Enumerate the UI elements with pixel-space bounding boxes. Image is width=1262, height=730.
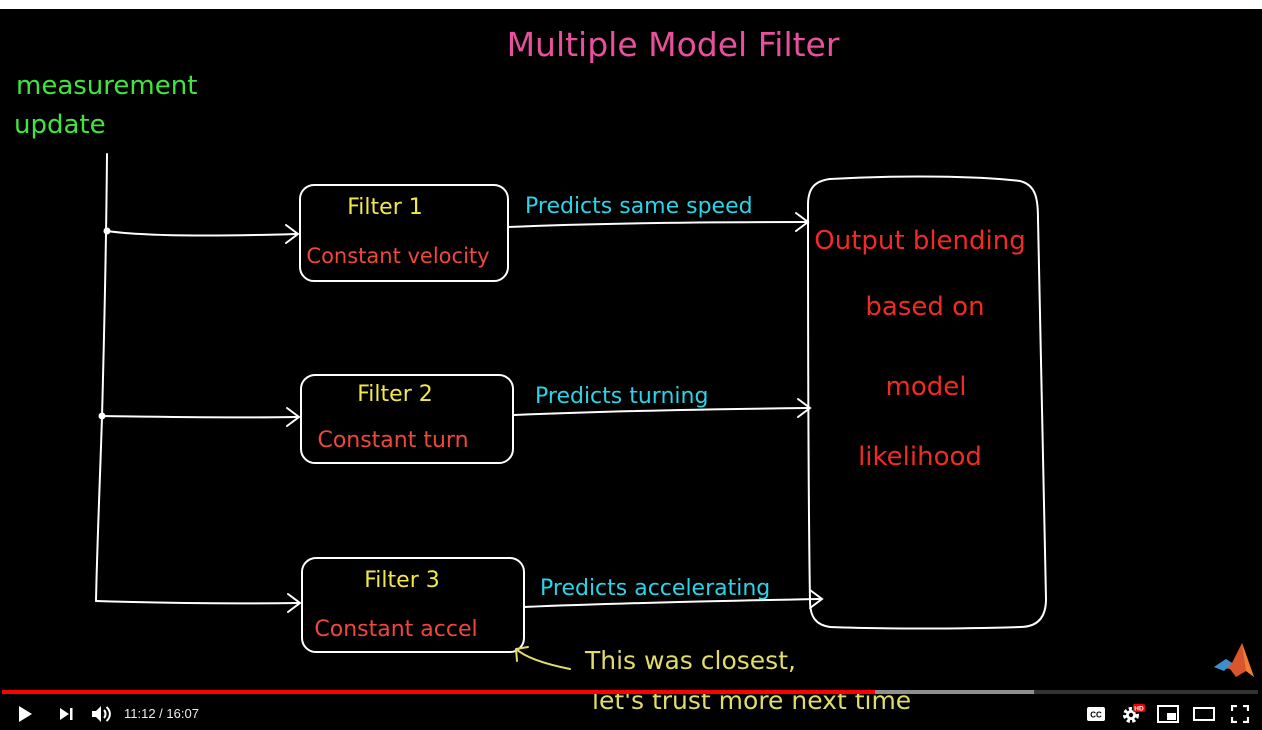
fullscreen-icon	[1231, 705, 1249, 723]
output-line-1: Output blending	[814, 226, 1026, 256]
time-display: 11:12 / 16:07	[124, 706, 199, 721]
output-blending-box: Output blending based on model likelihoo…	[806, 175, 1048, 630]
filter-3-model: Constant accel	[314, 617, 477, 642]
output-line-4: likelihood	[858, 442, 982, 472]
measurement-label-line2: update	[14, 110, 106, 140]
filter-3-name: Filter 3	[364, 568, 439, 593]
input-branches	[95, 153, 302, 613]
miniplayer-button[interactable]	[1154, 698, 1182, 730]
output-line-2: based on	[865, 292, 984, 322]
video-player[interactable]: Multiple Model Filter measurement update…	[0, 9, 1262, 730]
channel-logo-icon[interactable]	[1212, 641, 1256, 681]
filter-box-2: Filter 2 Constant turn	[300, 374, 514, 464]
theater-button[interactable]	[1190, 698, 1218, 730]
note-arrow	[515, 646, 571, 670]
theater-icon	[1193, 707, 1215, 721]
filter-1-model: Constant velocity	[306, 244, 489, 268]
play-icon	[19, 706, 32, 722]
volume-button[interactable]	[88, 698, 116, 730]
measurement-label-line1: measurement	[16, 71, 197, 101]
filter-1-name: Filter 1	[347, 195, 422, 220]
note-line-1: This was closest,	[584, 646, 796, 675]
settings-icon: HD	[1123, 704, 1145, 723]
filter-box-1: Filter 1 Constant velocity	[299, 184, 509, 282]
volume-icon	[92, 706, 111, 722]
controls-bar: 11:12 / 16:07 CC HD	[0, 698, 1262, 730]
output-line-3: model	[886, 372, 967, 402]
fullscreen-button[interactable]	[1226, 698, 1254, 730]
hd-badge: HD	[1134, 706, 1144, 713]
next-icon	[60, 708, 73, 720]
prediction-3: Predicts accelerating	[540, 576, 770, 601]
progress-played	[2, 690, 875, 694]
next-button[interactable]	[52, 698, 80, 730]
subtitles-icon: CC	[1087, 707, 1105, 721]
cc-text: CC	[1090, 711, 1102, 720]
output-arrows	[507, 212, 824, 609]
play-button[interactable]	[10, 698, 40, 730]
video-frame: Multiple Model Filter measurement update…	[14, 25, 1048, 715]
filter-box-3: Filter 3 Constant accel	[301, 557, 525, 653]
prediction-1: Predicts same speed	[525, 194, 753, 219]
miniplayer-icon	[1157, 705, 1179, 723]
filter-2-model: Constant turn	[317, 428, 468, 453]
filter-2-name: Filter 2	[357, 382, 432, 407]
progress-bar[interactable]	[2, 690, 1258, 694]
video-title: Multiple Model Filter	[507, 25, 840, 64]
settings-button[interactable]: HD	[1118, 698, 1148, 730]
subtitles-button[interactable]: CC	[1082, 698, 1110, 730]
prediction-2: Predicts turning	[535, 384, 708, 409]
